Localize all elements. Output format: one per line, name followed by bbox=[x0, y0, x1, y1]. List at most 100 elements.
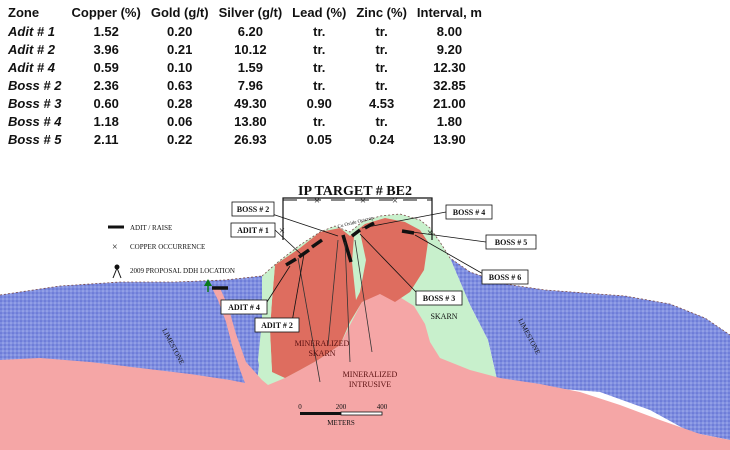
drill-traces bbox=[297, 239, 373, 383]
callout-label: ADIT # 1 bbox=[237, 226, 269, 235]
occurrence-marker: × bbox=[360, 195, 366, 207]
assay-table: Zone Copper (%) Gold (g/t) Silver (g/t) … bbox=[6, 2, 487, 148]
interval-cell: 21.00 bbox=[433, 95, 466, 111]
legend-adit-label: ADIT / RAISE bbox=[130, 224, 172, 232]
copper-cell: 0.60 bbox=[93, 95, 119, 111]
scale-bar-segment bbox=[300, 412, 341, 415]
zone-cell: Adit # 2 bbox=[8, 41, 55, 57]
lead-cell: tr. bbox=[313, 77, 326, 93]
assay-table-header-row: Zone Copper (%) Gold (g/t) Silver (g/t) … bbox=[6, 2, 487, 22]
occurrence-marker: × bbox=[392, 195, 398, 207]
callout-boss-4: BOSS # 4 bbox=[361, 204, 493, 229]
copper-cell: 3.96 bbox=[93, 41, 119, 57]
copper-occurrence-icon: × bbox=[112, 242, 118, 253]
callout-label: ADIT # 2 bbox=[261, 321, 293, 330]
gold-cell: 0.22 bbox=[167, 131, 193, 147]
contact-line bbox=[0, 275, 263, 296]
interval-cell: 8.00 bbox=[436, 23, 463, 39]
column-header-lead: Lead (%) bbox=[292, 4, 347, 20]
callout-label: BOSS # 4 bbox=[453, 208, 485, 217]
adit-mark bbox=[350, 228, 362, 238]
column-header-silver: Silver (g/t) bbox=[218, 4, 283, 20]
callout-label: BOSS # 5 bbox=[495, 238, 527, 247]
silver-cell: 6.20 bbox=[237, 23, 264, 39]
mineralized-intrusive-label-2: INTRUSIVE bbox=[349, 380, 391, 389]
interval-cell: 12.30 bbox=[433, 59, 466, 75]
zone-cell: Adit # 4 bbox=[8, 59, 55, 75]
legend-ddh-item: 2009 PROPOSAL DDH LOCATION bbox=[112, 264, 235, 279]
callout-label: BOSS # 2 bbox=[237, 205, 269, 214]
callout-label: BOSS # 3 bbox=[423, 294, 455, 303]
lead-cell: tr. bbox=[313, 23, 326, 39]
gold-cell: 0.10 bbox=[167, 59, 193, 75]
copper-cell: 2.36 bbox=[93, 77, 119, 93]
copper-cell: 0.59 bbox=[93, 59, 119, 75]
zinc-cell: 0.24 bbox=[368, 131, 395, 147]
mineralized-skarn-label-1: MINERALIZED bbox=[295, 339, 350, 348]
silver-cell: 1.59 bbox=[237, 59, 264, 75]
silver-cell: 7.96 bbox=[237, 77, 264, 93]
interval-cell: 9.20 bbox=[436, 41, 463, 57]
copper-cell: 1.52 bbox=[93, 23, 119, 39]
occurrence-marker: × bbox=[279, 225, 285, 237]
occurrence-marker: × bbox=[427, 227, 433, 239]
interval-cell: 13.90 bbox=[433, 131, 466, 147]
table-row: Boss # 2 2.36 0.63 7.96 tr. tr. 32.85 bbox=[6, 76, 487, 94]
zone-cell: Adit # 1 bbox=[8, 23, 55, 39]
intrusive-unit bbox=[0, 288, 730, 450]
ddh-location-icon bbox=[204, 279, 212, 292]
column-header-interval: Interval, m bbox=[416, 4, 482, 20]
callout-adit-1: ADIT # 1 bbox=[230, 222, 303, 256]
column-header-zone: Zone bbox=[8, 4, 40, 20]
occurrence-marker: × bbox=[314, 195, 320, 207]
mineralized-skarn-unit bbox=[270, 218, 428, 378]
callout-label: ADIT # 4 bbox=[228, 303, 260, 312]
column-header-zinc: Zinc (%) bbox=[356, 4, 407, 20]
table-row: Adit # 1 1.52 0.20 6.20 tr. tr. 8.00 bbox=[6, 22, 487, 40]
copper-cell: 2.11 bbox=[93, 131, 119, 147]
interval-cell: 32.85 bbox=[433, 77, 466, 93]
interval-cell: 1.80 bbox=[436, 113, 463, 129]
callout-boss-2: BOSS # 2 bbox=[231, 201, 339, 237]
ip-target-bracket bbox=[282, 197, 433, 240]
callout-boss-3: BOSS # 3 bbox=[359, 233, 463, 306]
mineralized-intrusive-label-1: MINERALIZED bbox=[343, 370, 398, 379]
table-row: Adit # 2 3.96 0.21 10.12 tr. tr. 9.20 bbox=[6, 40, 487, 58]
callout-boss-6: BOSS # 6 bbox=[414, 234, 529, 285]
gold-cell: 0.21 bbox=[167, 41, 193, 57]
legend-adit-item: ADIT / RAISE bbox=[108, 224, 172, 232]
table-row: Boss # 5 2.11 0.22 26.93 0.05 0.24 13.90 bbox=[6, 130, 487, 148]
zinc-cell: tr. bbox=[375, 77, 388, 93]
silver-cell: 10.12 bbox=[234, 41, 267, 57]
legend-occurrence-label: COPPER OCCURRENCE bbox=[130, 243, 205, 251]
legend: ADIT / RAISE × COPPER OCCURRENCE 2009 PR… bbox=[108, 224, 235, 279]
callout-label: BOSS # 6 bbox=[489, 273, 521, 282]
table-row: Boss # 3 0.60 0.28 49.30 0.90 4.53 21.00 bbox=[6, 94, 487, 112]
adit-marks bbox=[212, 221, 415, 290]
silver-cell: 49.30 bbox=[234, 95, 267, 111]
silver-cell: 13.80 bbox=[234, 113, 267, 129]
scale-tick-0: 0 bbox=[298, 403, 302, 411]
ddh-symbol-icon bbox=[112, 264, 122, 279]
gold-cell: 0.20 bbox=[167, 23, 193, 39]
lead-cell: tr. bbox=[313, 113, 326, 129]
zinc-cell: tr. bbox=[375, 41, 388, 57]
gold-cell: 0.28 bbox=[167, 95, 193, 111]
zone-cell: Boss # 5 bbox=[8, 131, 62, 147]
adit-mark bbox=[297, 248, 311, 259]
lead-cell: tr. bbox=[313, 59, 326, 75]
zinc-cell: tr. bbox=[375, 113, 388, 129]
adit-mark bbox=[310, 238, 324, 249]
gold-cell: 0.06 bbox=[167, 113, 193, 129]
mineralized-skarn-label-2: SKARN bbox=[308, 349, 335, 358]
table-row: Adit # 4 0.59 0.10 1.59 tr. tr. 12.30 bbox=[6, 58, 487, 76]
table-row: Boss # 4 1.18 0.06 13.80 tr. tr. 1.80 bbox=[6, 112, 487, 130]
contact-line bbox=[261, 213, 730, 336]
scale-tick-200: 200 bbox=[336, 403, 347, 411]
column-header-copper: Copper (%) bbox=[71, 4, 141, 20]
callout-adit-2: ADIT # 2 bbox=[254, 253, 305, 333]
scale-unit: METERS bbox=[327, 419, 355, 427]
copper-cell: 1.18 bbox=[93, 113, 119, 129]
zone-cell: Boss # 4 bbox=[8, 113, 62, 129]
